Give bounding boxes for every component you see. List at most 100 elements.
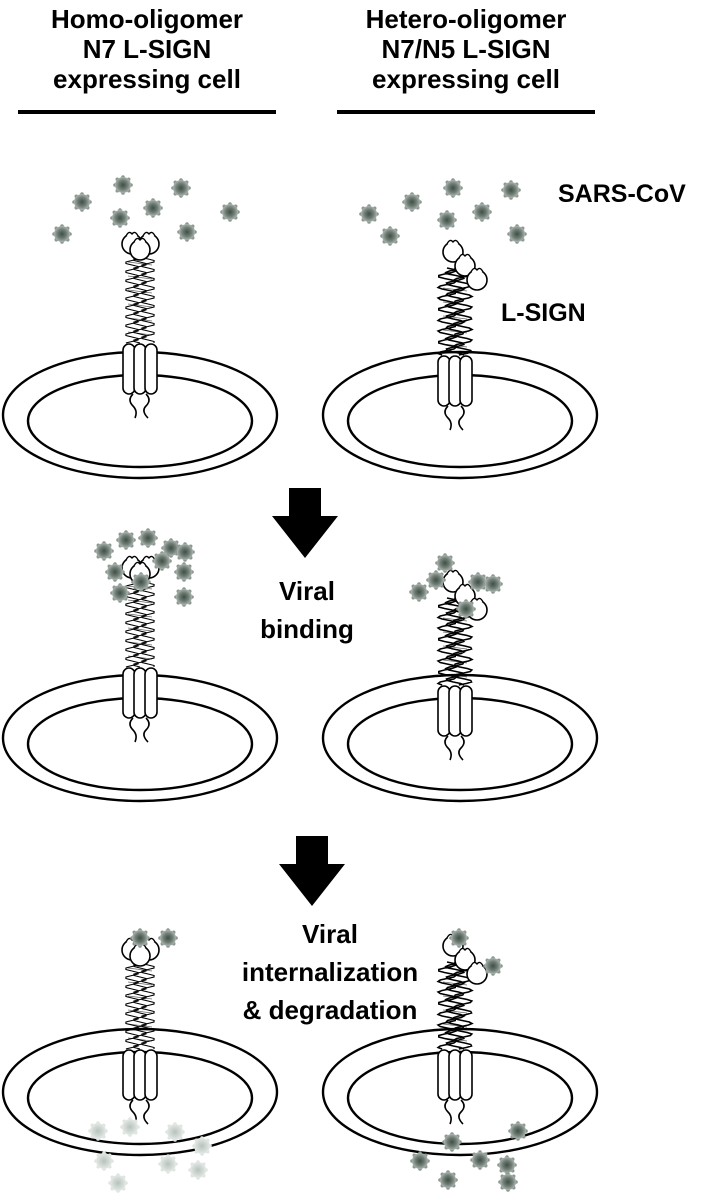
virus-core (470, 574, 486, 590)
receptor-hatch (442, 617, 468, 622)
virus-particle-icon (94, 1151, 114, 1171)
virus-core (458, 601, 474, 617)
virus-particle-icon (165, 1122, 185, 1142)
receptor-tail (458, 1099, 465, 1125)
receptor-coil (436, 961, 458, 1050)
virus-particle-icon (188, 1160, 208, 1180)
receptor-coil (141, 579, 155, 668)
receptor-coil (141, 255, 155, 344)
receptor-transmembrane (144, 667, 158, 719)
receptor-tail (129, 393, 137, 419)
crd-lobe (142, 231, 156, 237)
virus-particle-icon (177, 222, 197, 242)
virus-core (160, 1156, 176, 1172)
virus-core (440, 1172, 456, 1188)
crd-lobe (458, 583, 472, 589)
virus-particle-icon (105, 562, 125, 582)
virus-particle-icon (468, 572, 488, 592)
receptor-hatch (127, 981, 153, 986)
virus-core (133, 574, 149, 590)
virus-particle-icon (52, 224, 72, 244)
receptor-coil (444, 267, 466, 356)
receptor-tail (143, 393, 150, 419)
virus-core (177, 544, 193, 560)
crd-lobe (125, 555, 139, 561)
virus-core (500, 1174, 516, 1190)
virus-particle-icon (131, 572, 151, 592)
receptor-transmembrane (144, 343, 158, 395)
virus-core (132, 930, 148, 946)
virus-core (176, 564, 192, 580)
receptor-transmembrane (459, 355, 473, 407)
virus-particle-icon (438, 1170, 458, 1190)
receptor-hatch (442, 343, 468, 348)
virus-core (96, 543, 112, 559)
virus-core (90, 1123, 106, 1139)
receptor-hatch (127, 655, 153, 660)
virus-particle-icon (138, 528, 158, 548)
header-underline-right (337, 110, 595, 114)
virus-core (115, 177, 131, 193)
virus-particle-icon (72, 192, 92, 212)
step-internalization-line-3: & degradation (242, 995, 418, 1025)
receptor-coil (444, 961, 466, 1050)
receptor-crd-head (454, 947, 476, 971)
receptor-hatch (442, 287, 468, 292)
receptor-hatch (442, 1037, 468, 1042)
crd-lobe (133, 561, 147, 567)
crd-globe (129, 945, 151, 967)
crd-lobe (470, 267, 484, 273)
receptor-coil (452, 961, 474, 1050)
crd-globe (129, 239, 151, 261)
virus-core (118, 532, 134, 548)
virus-particle-icon (143, 198, 163, 218)
receptor-hatch (127, 995, 153, 1000)
receptor-crd-head (466, 267, 488, 291)
crd-lobe (133, 237, 147, 243)
virus-particle-icon (442, 1132, 462, 1152)
virus-particle-icon (443, 178, 463, 198)
virus-core (107, 564, 123, 580)
virus-core (428, 572, 444, 588)
receptor-coil (444, 597, 466, 686)
virus-particle-icon (380, 226, 400, 246)
crd-lobe (458, 947, 472, 953)
receptor-tail (444, 735, 452, 761)
step-internalization-line-1: Viral (302, 919, 358, 949)
cell-outer-membrane (1, 1027, 279, 1157)
receptor-coil (141, 961, 155, 1050)
cells-layer (1, 350, 599, 1157)
receptor-hatch (127, 641, 153, 646)
receptor-coil (125, 255, 139, 344)
receptor-tail (444, 405, 452, 431)
virus-core (179, 224, 195, 240)
virus-core (474, 204, 490, 220)
receptor-label: L-SIGN (501, 299, 586, 327)
virus-particle-icon (110, 583, 130, 603)
virus-layer (52, 175, 528, 1193)
receptors-layer (121, 231, 488, 1125)
down-arrow-icon (272, 488, 338, 558)
crd-lobe (446, 239, 460, 245)
step-binding-label: Viral binding (232, 572, 382, 648)
receptor-hatch (442, 645, 468, 650)
header-underline-left (18, 110, 276, 114)
virus-core (194, 1138, 210, 1154)
virus-core (154, 553, 170, 569)
lsign-receptor-icon (121, 937, 160, 1125)
virus-particle-icon (435, 553, 455, 573)
lsign-receptor-icon (121, 555, 160, 743)
receptor-hatch (127, 331, 153, 336)
virus-particle-icon (174, 587, 194, 607)
virus-particle-icon (113, 175, 133, 195)
virus-core (411, 584, 427, 600)
virus-core (176, 589, 192, 605)
lsign-receptor-icon (436, 239, 488, 431)
virus-core (472, 1152, 488, 1168)
virus-label: SARS-CoV (558, 180, 686, 208)
virus-particle-icon (507, 224, 527, 244)
virus-core (510, 1123, 526, 1139)
virus-particle-icon (108, 1173, 128, 1193)
virus-particle-icon (497, 1155, 517, 1175)
